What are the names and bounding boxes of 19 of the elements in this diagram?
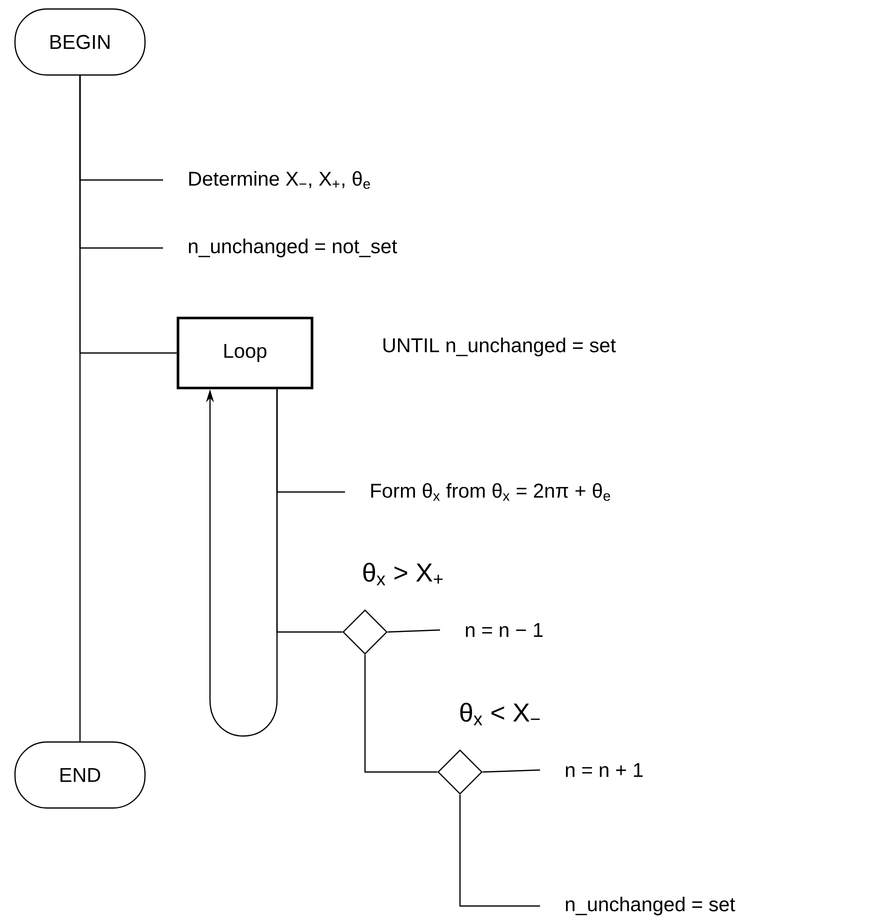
condition-label: θ$_{x}$ < X$_{−}$ <box>460 702 540 726</box>
terminal-box: END <box>14 741 146 809</box>
step-text: n_unchanged = set <box>566 896 736 916</box>
loop-box: Loop <box>176 316 314 390</box>
branch-line <box>364 654 438 773</box>
branch-line <box>276 389 342 633</box>
loop-condition: UNTIL n_unchanged = set <box>383 338 616 356</box>
step-text: Determine X$_{−}$, X$_{+}$, θ$_{e}$ <box>189 171 370 189</box>
step-text: n = n − 1 <box>466 623 543 637</box>
branch-line <box>459 794 540 907</box>
condition-label: θ$_{x}$ > X$_{+}$ <box>363 562 443 586</box>
step-text: n = n + 1 <box>566 763 643 777</box>
loop-arrow <box>206 389 278 737</box>
branch-line <box>388 629 440 633</box>
branch-line <box>79 76 177 354</box>
terminal-box: BEGIN <box>14 8 146 76</box>
branch-line <box>482 769 540 773</box>
step-text: n_unchanged = not_set <box>188 238 398 258</box>
step-text: Form θ$_{x}$ from θ$_{x}$ = 2nπ + θ$_{e}$ <box>371 483 610 501</box>
